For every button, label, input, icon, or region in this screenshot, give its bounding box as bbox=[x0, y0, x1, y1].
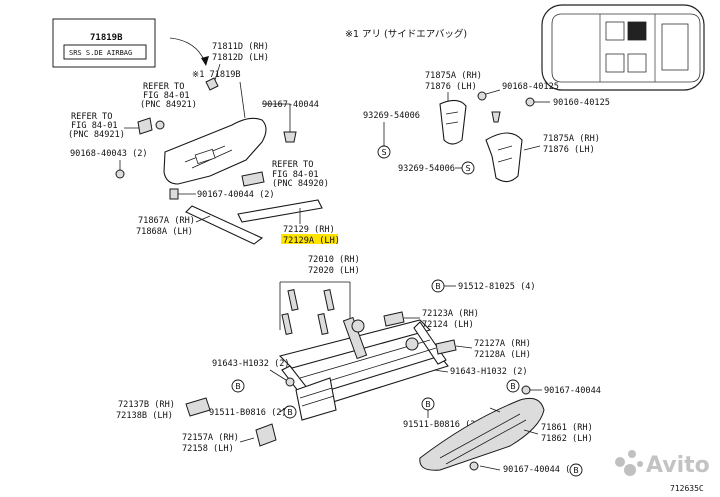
label-72129: 72129 (RH) bbox=[283, 225, 335, 235]
cover-72127 bbox=[435, 339, 457, 355]
clip-84920 bbox=[241, 171, 265, 187]
label-71862: 71862 (LH) bbox=[541, 434, 593, 444]
label-71867a: 71867A (RH) bbox=[138, 216, 195, 226]
callout-b-6-text: B bbox=[573, 466, 579, 475]
callout-s-b bbox=[461, 161, 475, 175]
callout-s-a bbox=[377, 145, 391, 159]
cover-72137 bbox=[185, 397, 211, 417]
label-72123a: 72123A (RH) bbox=[422, 309, 479, 319]
screw-90167-a bbox=[283, 131, 297, 143]
label-93269-54006-a: 93269-54006 bbox=[363, 111, 420, 121]
label-72124: 72124 (LH) bbox=[422, 320, 474, 330]
cover-72157 bbox=[255, 423, 277, 447]
label-90167-40044-c: 90167-40044 bbox=[544, 386, 601, 396]
label-90167-40044-b: 90167-40044 (2) bbox=[197, 190, 275, 200]
label-71812d: 71812D (LH) bbox=[212, 53, 269, 63]
note-text: ※1 アリ (サイドエアバッグ) bbox=[345, 28, 467, 40]
label-90167-40044-d: 90167-40044 (2) bbox=[503, 465, 581, 475]
label-72158: 72158 (LH) bbox=[182, 444, 234, 454]
label-72137b: 72137B (RH) bbox=[118, 400, 175, 410]
airbag-arrow-head bbox=[201, 56, 209, 66]
label-90167-40044-a: 90167-40044 bbox=[262, 100, 319, 110]
callout-b-6 bbox=[569, 463, 583, 477]
nut-90168-b bbox=[477, 91, 487, 101]
label-71876-a: 71876 (LH) bbox=[425, 82, 477, 92]
label-90168-40043: 90168-40043 (2) bbox=[70, 149, 148, 159]
refer-2-line2: FIG 84-01 bbox=[71, 121, 118, 131]
refer-1-line2: FIG 84-01 bbox=[143, 91, 190, 101]
callout-b-5-text: B bbox=[425, 400, 431, 409]
label-91643-h1032-b: 91643-H1032 (2) bbox=[450, 367, 528, 377]
label-71868a: 71868A (LH) bbox=[136, 227, 193, 237]
label-71875a-a: 71875A (RH) bbox=[425, 71, 482, 81]
screw-90167-b bbox=[169, 188, 179, 200]
airbag-label-part bbox=[205, 77, 219, 91]
label-72010: 72010 (RH) bbox=[308, 255, 360, 265]
refer-3-line3: (PNC 84920) bbox=[272, 179, 329, 189]
shield-bar-71867 bbox=[185, 205, 264, 245]
clip-84921 bbox=[137, 117, 153, 135]
shield-bar-72129 bbox=[237, 199, 323, 223]
highlight-72129a bbox=[281, 234, 338, 244]
callout-b-3 bbox=[506, 379, 520, 393]
label-91511-b0816-b: 91511-B0816 (2) bbox=[403, 420, 481, 430]
airbag-label-box: 71819B SRS S.DE AIRBAG bbox=[52, 18, 156, 68]
label-71875a-b: 71875A (RH) bbox=[543, 134, 600, 144]
refer-2-line3: (PNC 84921) bbox=[68, 130, 125, 140]
refer-1-line1: REFER TO bbox=[143, 82, 184, 92]
bracket-71875-a bbox=[439, 99, 467, 145]
label-72128a: 72128A (LH) bbox=[474, 350, 531, 360]
callout-s-b-text: S bbox=[465, 164, 470, 173]
label-91511-b0816-a: 91511-B0816 (2) bbox=[209, 408, 287, 418]
label-71876-b: 71876 (LH) bbox=[543, 145, 595, 155]
callout-b-1-text: B bbox=[435, 282, 441, 291]
bracket-71875-b bbox=[485, 132, 523, 183]
side-shield-71861 bbox=[419, 397, 545, 471]
label-90160-40125: 90160-40125 bbox=[553, 98, 610, 108]
label-72020: 72020 (LH) bbox=[308, 266, 360, 276]
label-71811d: 71811D (RH) bbox=[212, 42, 269, 52]
diagram-id: 712635C bbox=[670, 484, 704, 493]
nut-90160 bbox=[525, 97, 535, 107]
label-72129a: 72129A (LH) bbox=[283, 236, 340, 246]
airbag-label-part-no: 71819B bbox=[90, 33, 123, 43]
label-71861: 71861 (RH) bbox=[541, 423, 593, 433]
callout-s-a-text: S bbox=[381, 148, 386, 157]
label-72157a: 72157A (RH) bbox=[182, 433, 239, 443]
callout-b-2 bbox=[231, 379, 245, 393]
label-93269-54006-b: 93269-54006 bbox=[398, 164, 455, 174]
label-91643-h1032-a: 91643-H1032 (2) bbox=[212, 359, 290, 369]
callout-b-3-text: B bbox=[510, 382, 516, 391]
seat-track-frame bbox=[278, 316, 449, 421]
seat-side-cover bbox=[163, 117, 267, 185]
airbag-tag-text: SRS S.DE AIRBAG bbox=[69, 49, 132, 57]
callout-b-4 bbox=[283, 405, 297, 419]
refer-3-line1: REFER TO bbox=[272, 160, 313, 170]
spring-set bbox=[281, 289, 335, 335]
refer-2-line1: REFER TO bbox=[71, 112, 112, 122]
label-91512-81025: 91512-81025 (4) bbox=[458, 282, 536, 292]
callout-b-2-text: B bbox=[235, 382, 241, 391]
refer-1-line3: (PNC 84921) bbox=[140, 100, 197, 110]
watermark-logo: Avito bbox=[615, 450, 710, 478]
label-90168-40125: 90168-40125 bbox=[502, 82, 559, 92]
watermark-text: Avito bbox=[646, 453, 710, 478]
screw-90168-a bbox=[115, 169, 125, 179]
car-topview-icon bbox=[541, 4, 705, 91]
label-72138b: 72138B (LH) bbox=[116, 411, 173, 421]
callout-b-4-text: B bbox=[287, 408, 293, 417]
refer-3-line2: FIG 84-01 bbox=[272, 170, 319, 180]
cover-72123 bbox=[383, 311, 405, 327]
label-72127a: 72127A (RH) bbox=[474, 339, 531, 349]
airbag-arrow bbox=[169, 37, 206, 63]
